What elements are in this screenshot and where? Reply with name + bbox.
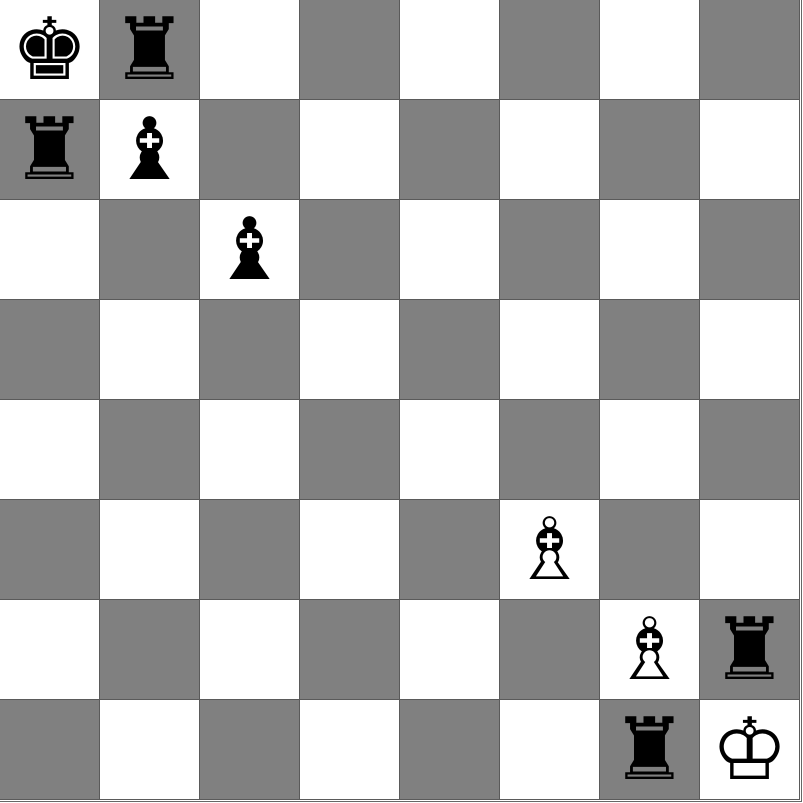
- square-f3[interactable]: ♗: [500, 500, 600, 600]
- square-c8[interactable]: [200, 0, 300, 100]
- square-h3[interactable]: [700, 500, 800, 600]
- square-e3[interactable]: [400, 500, 500, 600]
- square-c7[interactable]: [200, 100, 300, 200]
- square-d3[interactable]: [300, 500, 400, 600]
- square-g1[interactable]: ♜: [600, 700, 700, 800]
- square-c4[interactable]: [200, 400, 300, 500]
- square-f1[interactable]: [500, 700, 600, 800]
- square-d6[interactable]: [300, 200, 400, 300]
- black-rook-piece-b8[interactable]: ♜: [110, 0, 189, 100]
- square-a4[interactable]: [0, 400, 100, 500]
- square-b6[interactable]: [100, 200, 200, 300]
- square-b2[interactable]: [100, 600, 200, 700]
- square-d5[interactable]: [300, 300, 400, 400]
- square-e1[interactable]: [400, 700, 500, 800]
- square-h7[interactable]: [700, 100, 800, 200]
- square-f8[interactable]: [500, 0, 600, 100]
- square-h6[interactable]: [700, 200, 800, 300]
- square-d7[interactable]: [300, 100, 400, 200]
- square-f4[interactable]: [500, 400, 600, 500]
- square-h4[interactable]: [700, 400, 800, 500]
- square-d1[interactable]: [300, 700, 400, 800]
- square-g6[interactable]: [600, 200, 700, 300]
- square-f6[interactable]: [500, 200, 600, 300]
- square-d8[interactable]: [300, 0, 400, 100]
- white-bishop-piece-g2[interactable]: ♗: [610, 599, 689, 700]
- black-king-piece-a8[interactable]: ♚: [10, 0, 89, 100]
- square-a6[interactable]: [0, 200, 100, 300]
- white-king-piece-h1[interactable]: ♔: [710, 699, 789, 800]
- black-rook-piece-h2[interactable]: ♜: [710, 599, 789, 700]
- square-h2[interactable]: ♜: [700, 600, 800, 700]
- square-a8[interactable]: ♚: [0, 0, 100, 100]
- square-e5[interactable]: [400, 300, 500, 400]
- square-g3[interactable]: [600, 500, 700, 600]
- square-c6[interactable]: ♝: [200, 200, 300, 300]
- square-e8[interactable]: [400, 0, 500, 100]
- square-b5[interactable]: [100, 300, 200, 400]
- square-c1[interactable]: [200, 700, 300, 800]
- square-g8[interactable]: [600, 0, 700, 100]
- square-e7[interactable]: [400, 100, 500, 200]
- square-e4[interactable]: [400, 400, 500, 500]
- black-bishop-piece-c6[interactable]: ♝: [210, 199, 289, 300]
- square-b8[interactable]: ♜: [100, 0, 200, 100]
- square-b4[interactable]: [100, 400, 200, 500]
- square-c2[interactable]: [200, 600, 300, 700]
- square-e6[interactable]: [400, 200, 500, 300]
- black-bishop-piece-b7[interactable]: ♝: [110, 99, 189, 200]
- square-b7[interactable]: ♝: [100, 100, 200, 200]
- square-a7[interactable]: ♜: [0, 100, 100, 200]
- square-c3[interactable]: [200, 500, 300, 600]
- square-c5[interactable]: [200, 300, 300, 400]
- square-d2[interactable]: [300, 600, 400, 700]
- square-f2[interactable]: [500, 600, 600, 700]
- square-g2[interactable]: ♗: [600, 600, 700, 700]
- square-f7[interactable]: [500, 100, 600, 200]
- square-a3[interactable]: [0, 500, 100, 600]
- square-b3[interactable]: [100, 500, 200, 600]
- black-rook-piece-g1[interactable]: ♜: [610, 699, 689, 800]
- square-g5[interactable]: [600, 300, 700, 400]
- square-f5[interactable]: [500, 300, 600, 400]
- square-g7[interactable]: [600, 100, 700, 200]
- black-rook-piece-a7[interactable]: ♜: [10, 99, 89, 200]
- square-h8[interactable]: [700, 0, 800, 100]
- square-a2[interactable]: [0, 600, 100, 700]
- square-a5[interactable]: [0, 300, 100, 400]
- square-b1[interactable]: [100, 700, 200, 800]
- square-g4[interactable]: [600, 400, 700, 500]
- square-a1[interactable]: [0, 700, 100, 800]
- square-d4[interactable]: [300, 400, 400, 500]
- square-h5[interactable]: [700, 300, 800, 400]
- square-e2[interactable]: [400, 600, 500, 700]
- square-h1[interactable]: ♔: [700, 700, 800, 800]
- white-bishop-piece-f3[interactable]: ♗: [510, 499, 589, 600]
